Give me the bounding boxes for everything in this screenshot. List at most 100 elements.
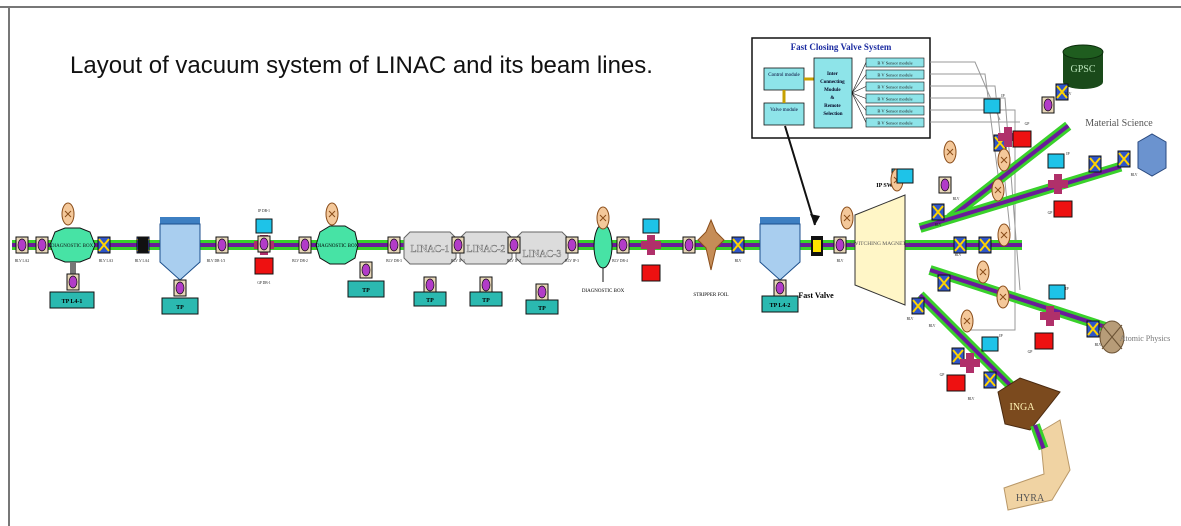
gauge-icon <box>960 309 974 333</box>
device-tag: GP <box>1025 122 1030 126</box>
tp-l4-1-pump: TP L4-1 <box>49 262 95 309</box>
ion-pump-icon <box>896 168 914 184</box>
black-flange <box>138 237 148 253</box>
valve-module-box <box>763 102 805 126</box>
sensor-module-label: B V Sensor module <box>877 73 912 78</box>
sensor-link-line <box>851 62 867 94</box>
svg-text:INGA: INGA <box>1010 402 1036 413</box>
device-tag: BLV DB-2 <box>292 259 308 263</box>
gauge-red-icon <box>1012 130 1032 148</box>
svg-text:TP: TP <box>176 305 184 311</box>
mainline-components <box>15 235 847 254</box>
svg-text:TP: TP <box>482 298 490 304</box>
svg-text:Material Science: Material Science <box>1085 118 1153 129</box>
sensor-link-line <box>851 92 867 99</box>
device-tag: BLV DB-3 <box>386 259 402 263</box>
inter-connecting-label: Inter Connecting Module & Remote Selecti… <box>820 72 846 117</box>
device-tag: GP DB-1 <box>257 281 271 285</box>
control-module-box <box>763 67 805 91</box>
device-tag: GP <box>1048 211 1053 215</box>
linac-1-module: LINAC-1 TP <box>403 231 457 307</box>
device-tag: BLV IP-2 <box>507 259 521 263</box>
svg-text:TP: TP <box>362 288 370 294</box>
stripper-foil: STRIPPER FOIL <box>693 218 729 298</box>
valve-icon <box>931 203 945 221</box>
gauge-icon <box>943 140 957 164</box>
sensor-module-label: B V Sensor module <box>877 85 912 90</box>
inter-connecting-module-box <box>813 57 853 129</box>
bellow-icon <box>507 236 521 254</box>
fcv-arrowhead <box>810 214 820 225</box>
sensor-link-line <box>851 86 867 94</box>
atomic-physics-endstation: Atomic Physics <box>1099 320 1170 354</box>
bellow-icon <box>451 236 465 254</box>
bellow-icon <box>173 279 187 297</box>
diagnostic-box-4: DIAGNOSTIC BOX <box>582 206 625 294</box>
device-tag: BLV <box>1065 92 1072 96</box>
device-tag: BLV <box>1095 343 1102 347</box>
svg-text:DIAGNOSTIC BOX: DIAGNOSTIC BOX <box>582 289 625 294</box>
svg-text:LINAC-2: LINAC-2 <box>467 244 506 255</box>
svg-text:DIAGNOSTIC BOX: DIAGNOSTIC BOX <box>51 244 94 249</box>
device-tag: IP <box>1001 94 1004 98</box>
svg-text:STRIPPER FOIL: STRIPPER FOIL <box>693 293 728 298</box>
fcv-title: Fast Closing Valve System <box>791 42 892 52</box>
valve-icon <box>911 297 925 315</box>
fcv-to-fast-valve-arrow <box>784 125 816 226</box>
valve-icon <box>937 274 951 292</box>
inga-hyra-link <box>1030 423 1049 451</box>
bellow-icon <box>1041 96 1055 114</box>
sensor-module-label: B V Sensor module <box>877 121 912 126</box>
device-tag: BLV <box>968 397 975 401</box>
device-tag: GP <box>1028 350 1033 354</box>
gauge-red-icon <box>1034 332 1054 350</box>
valve-icon <box>978 236 992 254</box>
device-tag: BLV <box>935 223 942 227</box>
svg-text:TP L4-2: TP L4-2 <box>770 303 791 309</box>
sensor-wiring <box>930 61 1021 331</box>
switching-magnet-label: SWITCHING MAGNET-2 <box>850 241 910 247</box>
gauge-icon <box>991 178 1005 202</box>
device-tag: BLV LA2 <box>15 259 29 263</box>
svg-text:TP: TP <box>426 298 434 304</box>
device-tag: BLV <box>907 317 914 321</box>
branch-components <box>173 83 1131 451</box>
device-tag: BLV <box>929 324 936 328</box>
svg-text:Fast Valve: Fast Valve <box>798 291 834 300</box>
sensor-link-line <box>851 92 867 111</box>
bellow-icon <box>35 236 49 254</box>
bellow-icon <box>616 236 630 254</box>
linac-2-module: LINAC-2 TP <box>459 231 513 307</box>
svg-text:IP SW2: IP SW2 <box>876 183 896 189</box>
hyra-endstation: HYRA <box>1003 419 1071 511</box>
branch-beamlines <box>916 121 1123 405</box>
fast-closing-valve-system: Fast Closing Valve System Control module… <box>751 37 931 139</box>
bellow-icon <box>565 236 579 254</box>
bellow-icon <box>15 236 29 254</box>
valve-icon <box>731 236 745 254</box>
cryopump-2: TP L4-2 <box>759 217 801 313</box>
device-tag: BLV DB-4 <box>612 259 628 263</box>
switching-magnet-2: SWITCHING MAGNET-2 IP SW2 <box>850 168 910 306</box>
sensor-link-line <box>851 74 867 94</box>
device-tag: IP <box>999 334 1002 338</box>
gauge-icon <box>997 148 1011 172</box>
ion-pump-icon <box>983 98 1001 114</box>
control-module-label: Control module <box>768 73 800 78</box>
svg-text:GPSC: GPSC <box>1070 64 1095 75</box>
bellow-icon <box>682 236 696 254</box>
svg-text:TP L4-1: TP L4-1 <box>62 299 83 305</box>
device-tag: BLV IP-3 <box>565 259 579 263</box>
gauge-icon <box>976 260 990 284</box>
cryopump-1: TP <box>159 217 201 315</box>
bellow-icon <box>387 236 401 254</box>
device-tag: BLV <box>735 259 742 263</box>
bellow-icon <box>215 236 229 254</box>
bellow-icon <box>298 236 312 254</box>
bellow-icon <box>257 235 271 253</box>
diagnostic-box-2: DIAGNOSTIC BOX TP <box>315 202 385 298</box>
valve-icon <box>97 236 111 254</box>
sensor-module-label: B V Sensor module <box>877 61 912 66</box>
